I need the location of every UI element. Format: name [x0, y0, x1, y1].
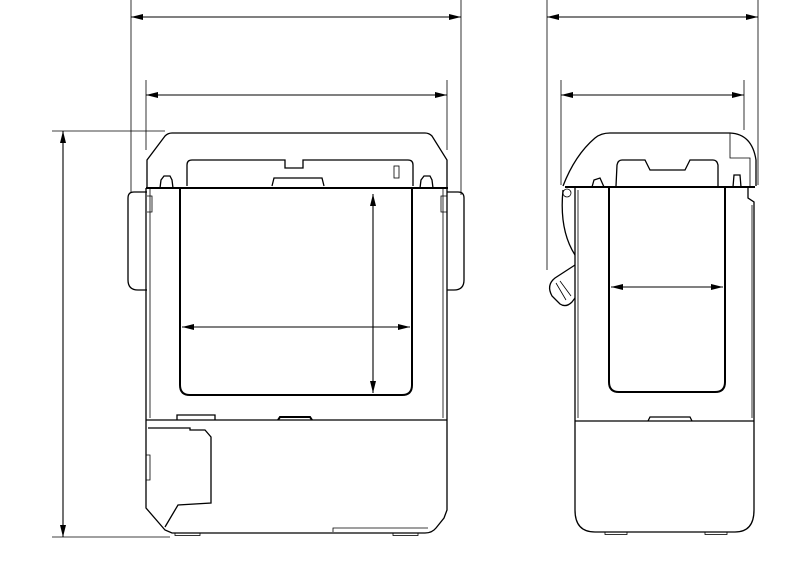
foot	[392, 532, 419, 536]
side-view	[546, 0, 759, 535]
base-latch	[647, 416, 693, 422]
side-compartment	[148, 427, 212, 528]
handle-right	[447, 191, 465, 291]
handle-arm	[561, 189, 576, 256]
handle-knob-grip	[555, 280, 572, 301]
hinge	[591, 177, 605, 188]
lid-recess	[615, 159, 719, 187]
base-step	[332, 527, 428, 532]
foot	[704, 531, 728, 535]
hinge-left	[159, 175, 174, 189]
side-compartment-latch	[146, 454, 151, 481]
cavity-outline	[179, 188, 413, 396]
body-outline	[574, 187, 755, 533]
body-outline	[145, 188, 448, 534]
cavity-outline	[608, 188, 726, 393]
hinge-right	[419, 175, 434, 189]
lid-outline	[562, 132, 757, 187]
pivot	[562, 188, 572, 198]
handle-knob	[548, 264, 576, 307]
hinge	[732, 174, 742, 188]
lid-latch	[271, 177, 325, 187]
base-tab	[176, 414, 216, 420]
lid-outline	[146, 132, 448, 188]
foot	[174, 532, 201, 536]
base-latch	[277, 416, 313, 421]
handle-right-clip	[440, 195, 447, 213]
handle-left-clip	[147, 195, 153, 213]
foot	[604, 531, 628, 535]
handle-left	[127, 191, 147, 291]
lid-edge	[729, 133, 751, 186]
lid-recess	[186, 159, 414, 186]
front-view	[52, 0, 465, 538]
lid-tab	[393, 165, 400, 179]
